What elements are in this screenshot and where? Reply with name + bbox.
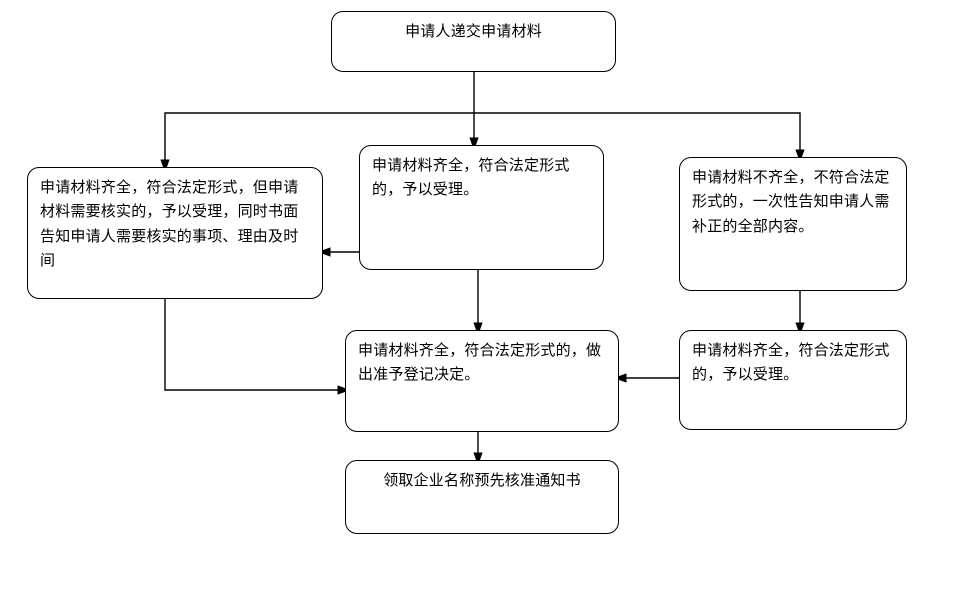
node-accept-after-correction[interactable]: 申请材料齐全，符合法定形式的，予以受理。 bbox=[679, 330, 907, 430]
node-accept-complete[interactable]: 申请材料齐全，符合法定形式的，予以受理。 bbox=[359, 145, 604, 270]
node-accept-with-verification[interactable]: 申请材料齐全，符合法定形式，但申请材料需要核实的，予以受理，同时书面告知申请人需… bbox=[27, 167, 323, 299]
edge-verify-needed-to-approve bbox=[164, 299, 341, 391]
node-receive-approval-notice[interactable]: 领取企业名称预先核准通知书 bbox=[345, 460, 619, 534]
node-submit-application[interactable]: 申请人递交申请材料 bbox=[331, 11, 616, 72]
node-registration-approval[interactable]: 申请材料齐全，符合法定形式的，做出准予登记决定。 bbox=[345, 330, 619, 432]
node-accept-with-verification-label: 申请材料齐全，符合法定形式，但申请材料需要核实的，予以受理，同时书面告知申请人需… bbox=[40, 178, 299, 269]
node-accept-complete-label: 申请材料齐全，符合法定形式的，予以受理。 bbox=[372, 156, 570, 199]
node-submit-application-label: 申请人递交申请材料 bbox=[405, 22, 542, 40]
node-accept-after-correction-label: 申请材料齐全，符合法定形式的，予以受理。 bbox=[692, 341, 890, 384]
node-receive-approval-notice-label: 领取企业名称预先核准通知书 bbox=[383, 471, 581, 489]
node-incomplete-notify-correction-label: 申请材料不齐全，不符合法定形式的，一次性告知申请人需补正的全部内容。 bbox=[692, 168, 890, 235]
node-registration-approval-label: 申请材料齐全，符合法定形式的，做出准予登记决定。 bbox=[358, 341, 602, 384]
node-incomplete-notify-correction[interactable]: 申请材料不齐全，不符合法定形式的，一次性告知申请人需补正的全部内容。 bbox=[679, 157, 907, 291]
